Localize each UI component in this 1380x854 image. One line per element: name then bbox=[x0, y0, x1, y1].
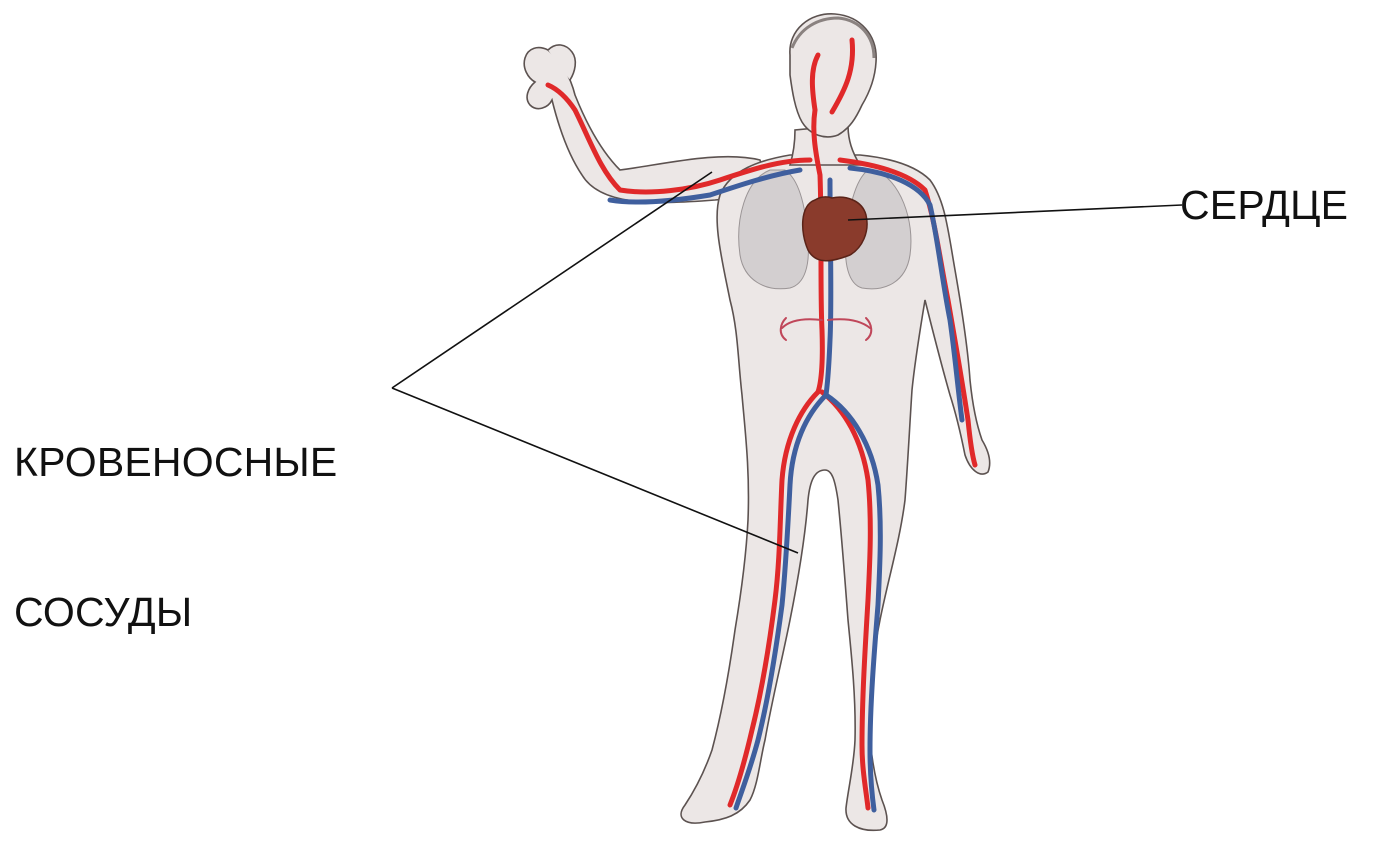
vessels-leader-line-lower bbox=[392, 388, 798, 553]
blood-vessels-label-line2: СОСУДЫ bbox=[14, 587, 337, 637]
blood-vessels-label: КРОВЕНОСНЫЕ СОСУДЫ bbox=[14, 337, 337, 687]
vessels-leader-line-upper bbox=[392, 172, 712, 388]
blood-vessels-label-line1: КРОВЕНОСНЫЕ bbox=[14, 437, 337, 487]
heart-label: СЕРДЦЕ bbox=[1180, 180, 1348, 230]
